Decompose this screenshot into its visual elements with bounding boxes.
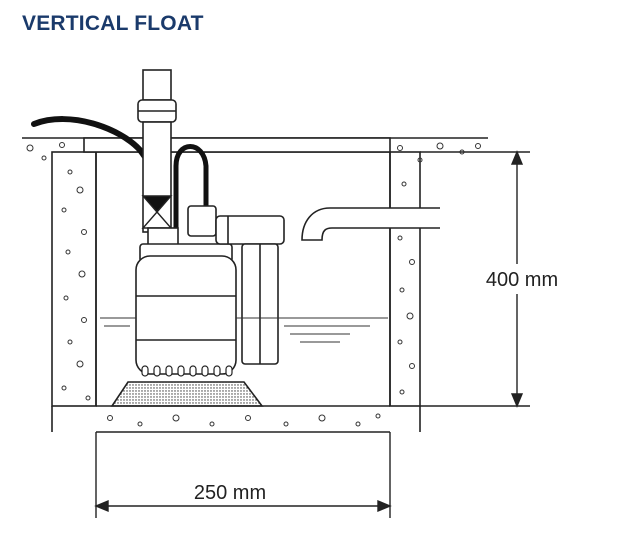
inlet-pipe <box>301 207 440 241</box>
float-switch <box>215 215 285 365</box>
pump-body <box>135 205 237 375</box>
height-dimension-label: 400 mm <box>486 269 558 291</box>
water-level <box>100 317 388 343</box>
page-title: VERTICAL FLOAT <box>22 12 204 35</box>
float-cable-loop <box>173 144 209 235</box>
intake-holes <box>141 365 233 377</box>
width-dimension <box>94 432 392 518</box>
width-dimension-label: 250 mm <box>194 482 266 504</box>
pump-base <box>110 381 264 407</box>
concrete-aggregate <box>26 142 481 427</box>
